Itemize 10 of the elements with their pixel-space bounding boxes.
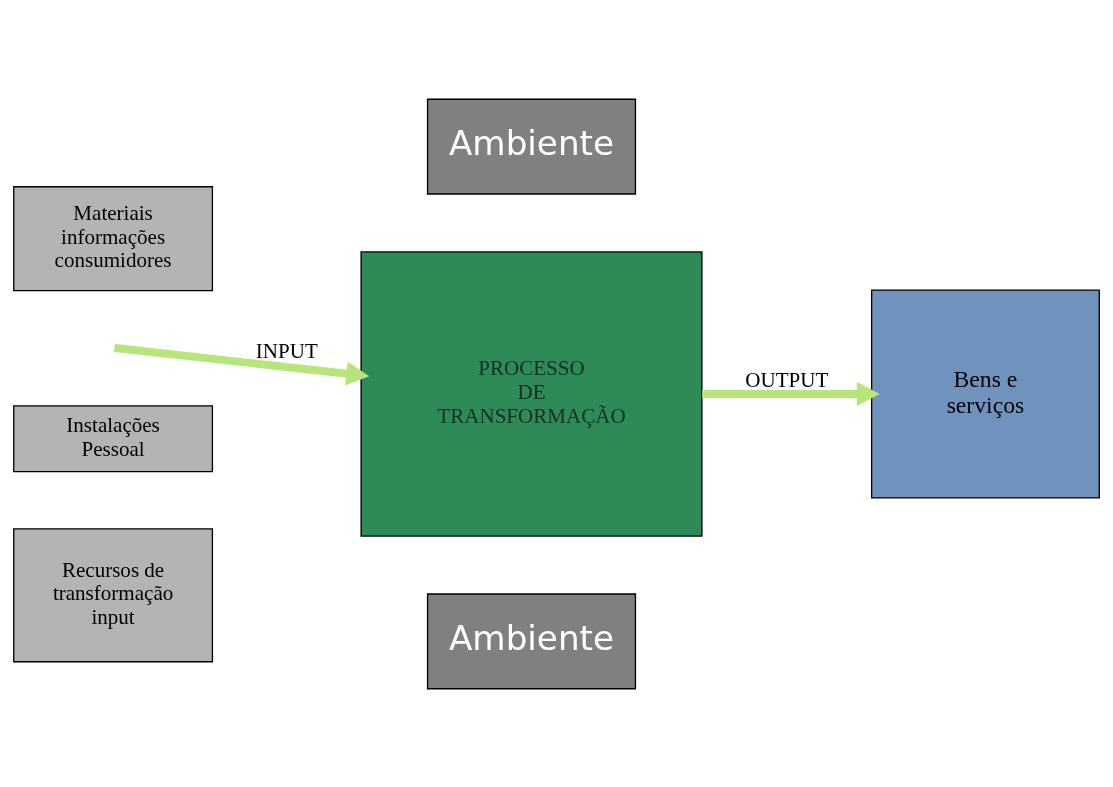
arrow: [702, 381, 880, 406]
node-box: Recursos de transformação input: [13, 527, 214, 662]
node-box: Materiais informações consumidores: [13, 185, 214, 291]
node-box: Bens e serviços: [870, 288, 1100, 499]
node-box: PROCESSO DE TRANSFORMAÇÃO: [360, 250, 703, 537]
node-box: Ambiente: [426, 592, 637, 689]
edge-label: INPUT: [255, 338, 318, 363]
edge-label: OUTPUT: [745, 367, 829, 392]
node-box: Instalações Pessoal: [13, 404, 214, 472]
node-box: Ambiente: [426, 98, 637, 195]
